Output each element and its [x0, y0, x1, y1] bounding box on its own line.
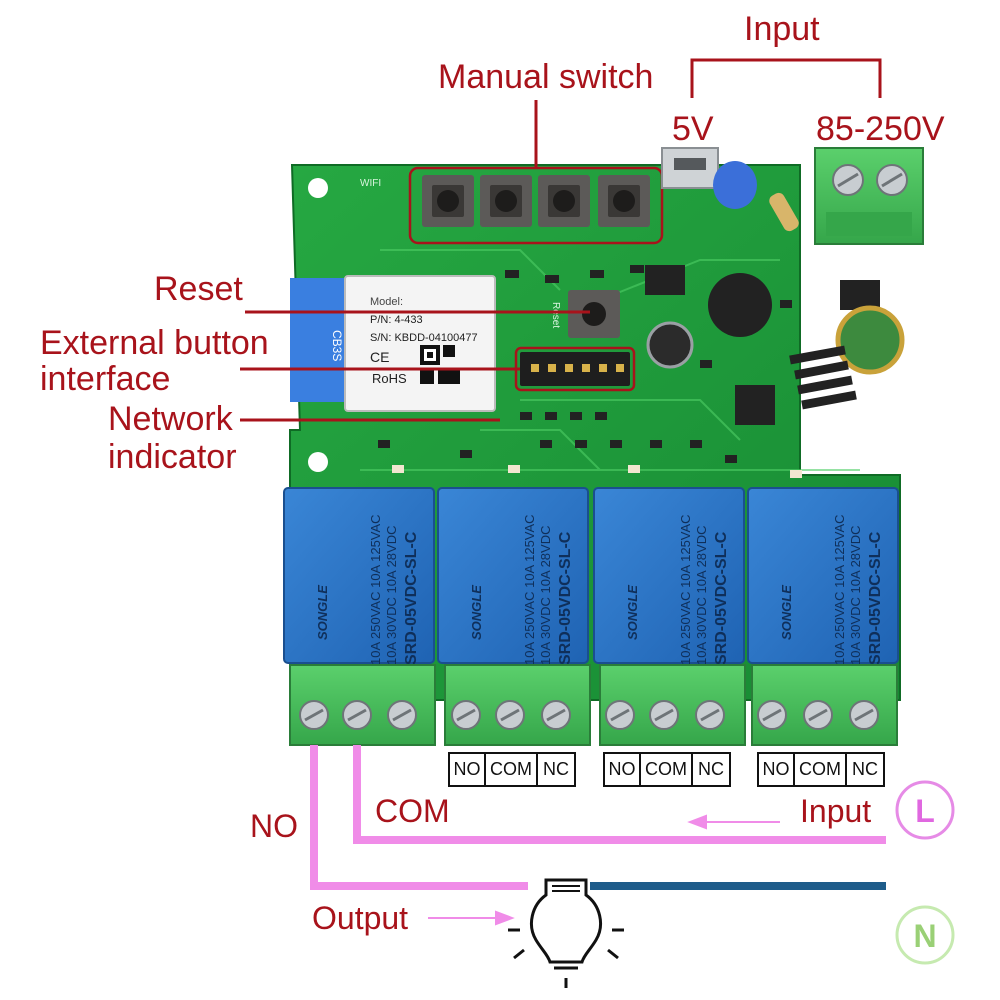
module-model: Model: [370, 296, 403, 308]
blue-capacitor [713, 161, 757, 209]
wiring [310, 745, 886, 890]
output-terminal-4[interactable] [751, 664, 898, 746]
led [508, 465, 520, 473]
relay-spec-line-2: 10A 30VDC 10A 28VDC [538, 526, 553, 665]
network-indicator-label: Network [108, 400, 233, 438]
output-terminal-3[interactable] [599, 664, 746, 746]
ac-range-label: 85-250V [816, 110, 945, 148]
led [628, 465, 640, 473]
manual-switch-4[interactable] [598, 175, 650, 227]
output-label: Output [312, 900, 409, 936]
terminal-label-nc: NC [852, 759, 878, 779]
external-button-header[interactable] [514, 346, 636, 392]
network-indicator-label-line-2: indicator [108, 438, 237, 476]
terminal-label-group-3: NO COM NC [603, 752, 731, 787]
callout-lines [240, 58, 882, 422]
relay-model: SRD-05VDC-SL-C [867, 531, 884, 665]
relay-spec-line-1: 10A 250VAC 10A 125VAC [678, 514, 693, 665]
micro-usb-port[interactable] [661, 147, 719, 189]
terminal-label-com: COM [641, 754, 693, 785]
relay-spec-line-1: 10A 250VAC 10A 125VAC [522, 514, 537, 665]
terminal-label-com: COM [795, 754, 847, 785]
input-wire-label: Input [800, 793, 872, 829]
regulator-chip [645, 265, 685, 295]
relay-spec-line-2: 10A 30VDC 10A 28VDC [694, 526, 709, 665]
qr-code-icon [420, 345, 460, 384]
module-sn: S/N: KBDD-04100477 [370, 332, 478, 344]
relay-brand: SONGLE [625, 585, 640, 640]
relay-brand: SONGLE [315, 585, 330, 640]
relay-model: SRD-05VDC-SL-C [557, 531, 574, 665]
external-button-label-line-2: interface [40, 360, 171, 398]
reset-label: Reset [154, 270, 243, 308]
inductor [708, 273, 772, 337]
ac-input-terminal[interactable] [814, 147, 924, 245]
terminal-label-group-2: NO COM NC [448, 752, 576, 787]
relay-spec-line-2: 10A 30VDC 10A 28VDC [848, 526, 863, 665]
relay-4: SONGLE 10A 250VAC 10A 125VAC 10A 30VDC 1… [747, 487, 899, 665]
bridge-chip [840, 280, 880, 310]
output-terminal-1[interactable] [289, 664, 436, 746]
relay-spec-line-2: 10A 30VDC 10A 28VDC [384, 526, 399, 665]
relay-spec-line-1: 10A 250VAC 10A 125VAC [832, 514, 847, 665]
output-terminal-2[interactable] [444, 664, 591, 746]
terminal-label-no: NO [759, 754, 795, 785]
terminal-label-nc: NC [543, 759, 569, 779]
manual-switch-3[interactable] [538, 175, 590, 227]
manual-switch-1[interactable] [422, 175, 474, 227]
led [790, 470, 802, 478]
relay-2: SONGLE 10A 250VAC 10A 125VAC 10A 30VDC 1… [437, 487, 589, 665]
manual-switch-2[interactable] [480, 175, 532, 227]
electrolytic-capacitor [646, 321, 694, 369]
reset-button[interactable] [568, 290, 620, 338]
module-side-label: CB3S [330, 330, 344, 361]
silk-reset: Reset [550, 302, 561, 328]
input-top-label: Input [744, 10, 820, 48]
relay-3: SONGLE 10A 250VAC 10A 125VAC 10A 30VDC 1… [593, 487, 745, 665]
driver-chip [735, 385, 775, 425]
antenna-coil [789, 345, 857, 410]
line-label: L [915, 793, 935, 829]
electrolytic-capacitor [835, 305, 905, 375]
terminal-label-no: NO [450, 754, 486, 785]
relay-model: SRD-05VDC-SL-C [713, 531, 730, 665]
wifi-module: CB3S Model: P/N: 4-433 S/N: KBDD-0410047… [290, 275, 496, 412]
terminal-label-no: NO [605, 754, 641, 785]
led [392, 465, 404, 473]
relay-model: SRD-05VDC-SL-C [403, 531, 420, 665]
silk-wifi: WIFI [360, 178, 381, 189]
relay-1: SONGLE 10A 250VAC 10A 125VAC 10A 30VDC 1… [283, 487, 435, 665]
terminal-label-com: COM [486, 754, 538, 785]
light-bulb-icon [508, 878, 624, 988]
module-rohs: RoHS [372, 371, 407, 386]
five-volt-label: 5V [672, 110, 714, 148]
arrow-icon [428, 910, 515, 926]
module-pn: P/N: 4-433 [370, 314, 423, 326]
no-wire-label: NO [250, 808, 298, 844]
relay-spec-line-1: 10A 250VAC 10A 125VAC [368, 514, 383, 665]
module-ce-mark: CE [370, 349, 389, 365]
manual-switch-label: Manual switch [438, 58, 654, 96]
terminal-label-nc: NC [698, 759, 724, 779]
resistor [769, 192, 799, 232]
relay-brand: SONGLE [469, 585, 484, 640]
arrow-icon [687, 814, 780, 830]
line-circle-icon: L [895, 780, 955, 840]
relay-brand: SONGLE [779, 585, 794, 640]
com-wire-label: COM [375, 793, 450, 829]
terminal-label-group-4: NO COM NC [757, 752, 885, 787]
neutral-circle-icon: N [895, 905, 955, 965]
external-button-label: External button [40, 324, 269, 362]
neutral-label: N [913, 918, 936, 954]
